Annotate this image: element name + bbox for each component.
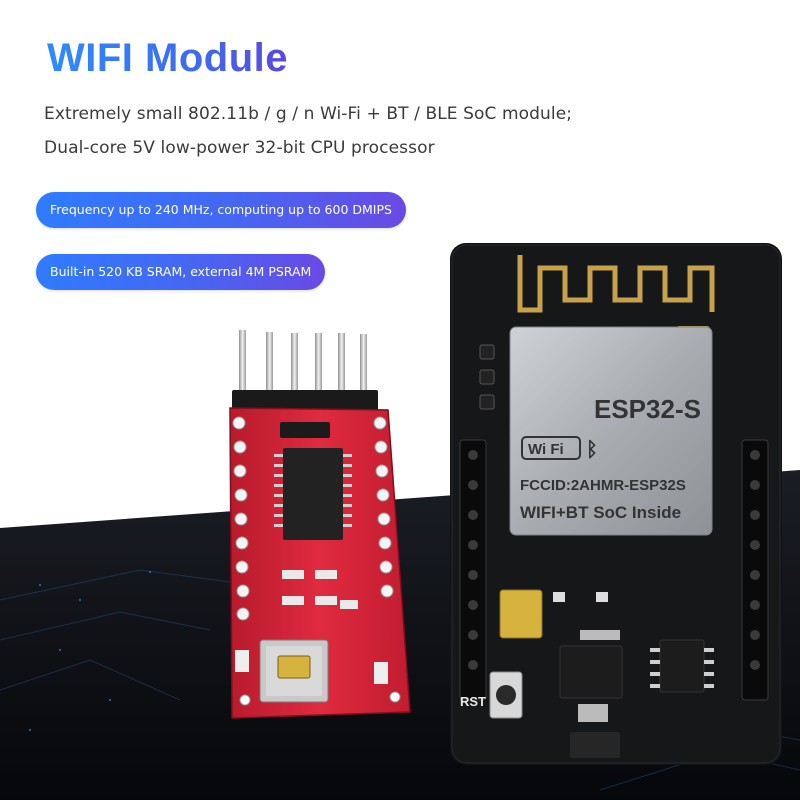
reset-label: RST xyxy=(460,694,486,709)
ftdi-adapter-board xyxy=(229,330,411,719)
esp32-module-text: ESP32-S Wi Fi ᛒ FCCID:2AHMR-ESP32S WIFI+… xyxy=(520,394,701,522)
esp32-module-shield xyxy=(509,326,713,536)
ftdi-header-pins xyxy=(232,330,378,412)
description-line-2: Dual-core 5V low-power 32-bit CPU proces… xyxy=(44,138,435,158)
esp32-lower-components: RST xyxy=(460,589,714,758)
page-title: WIFI Module xyxy=(47,36,289,80)
module-tagline: WIFI+BT SoC Inside xyxy=(520,503,681,522)
right-pin-header xyxy=(741,439,769,701)
pcb-antenna xyxy=(517,255,715,313)
description-line-1: Extremely small 802.11b / g / n Wi-Fi + … xyxy=(44,104,573,124)
ftdi-chip xyxy=(283,448,343,540)
module-name: ESP32-S xyxy=(594,394,701,424)
bluetooth-icon: ᛒ xyxy=(586,439,598,461)
wifi-logo: Wi Fi xyxy=(521,436,581,460)
feature-pill-memory: Built-in 520 KB SRAM, external 4M PSRAM xyxy=(36,254,326,290)
svg-text:Wi Fi: Wi Fi xyxy=(528,441,564,458)
fccid-text: FCCID:2AHMR-ESP32S xyxy=(520,477,686,494)
feature-pill-frequency: Frequency up to 240 MHz, computing up to… xyxy=(36,192,406,228)
